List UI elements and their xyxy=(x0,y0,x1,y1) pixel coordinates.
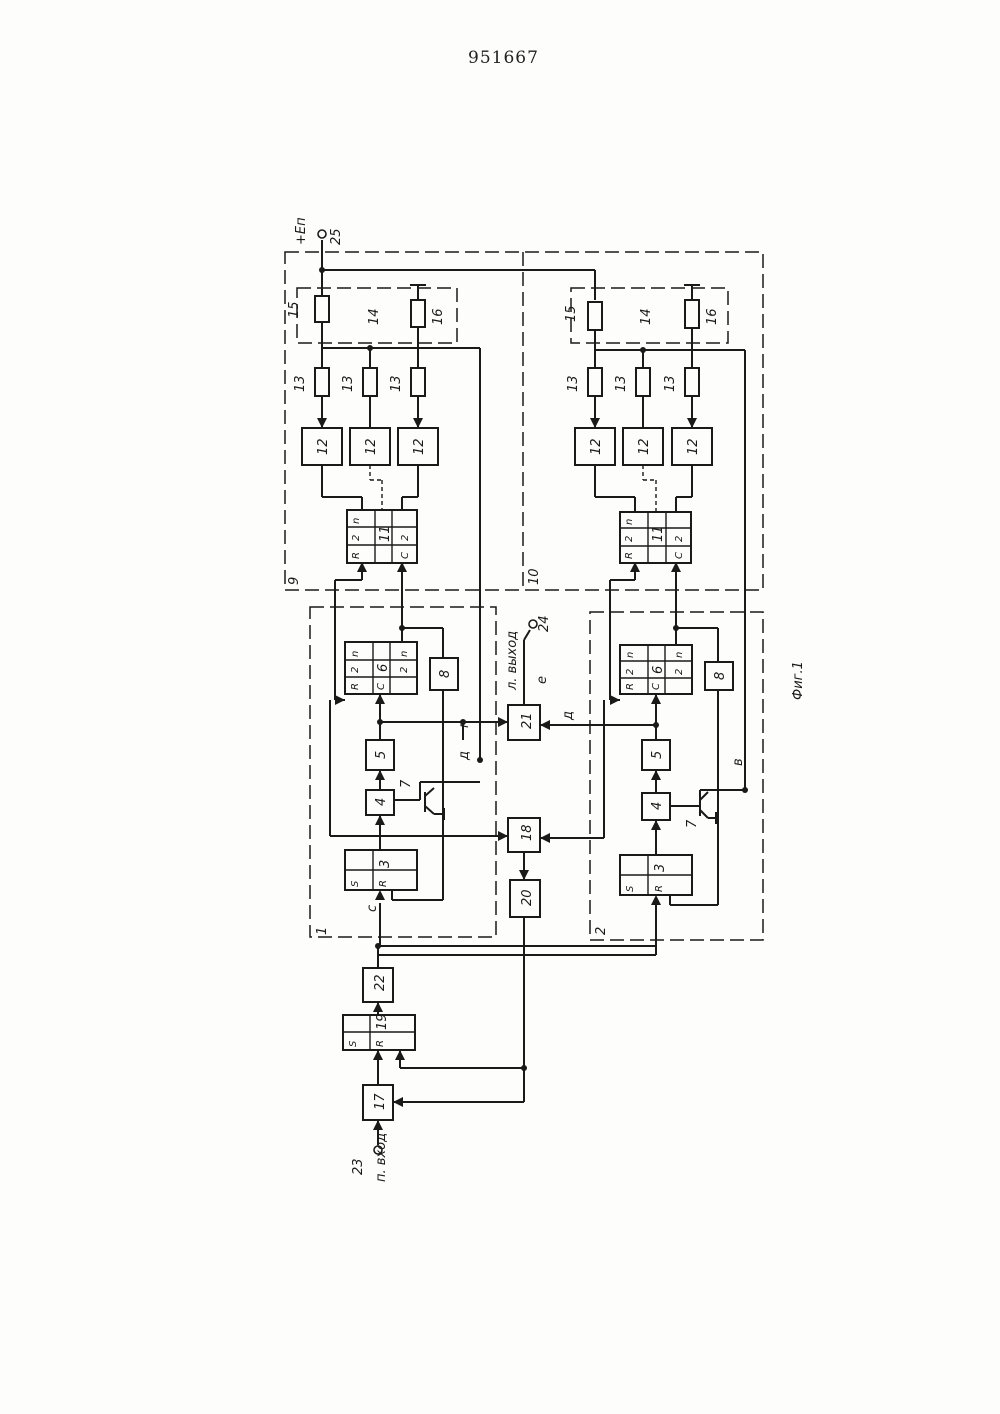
label-16-top: 16 xyxy=(431,308,446,325)
label-4-top: 4 xyxy=(374,798,389,806)
output-label: л. выход xyxy=(505,631,520,691)
label-4-bottom: 4 xyxy=(650,802,665,810)
pin-n-6-bottom: n xyxy=(625,652,636,658)
input-label: п. вход xyxy=(374,1133,389,1182)
supply-num: 25 xyxy=(329,228,344,245)
label-22: 22 xyxy=(373,974,388,991)
label-group-2: 2 xyxy=(594,927,609,935)
label-15-top: 15 xyxy=(287,301,302,318)
label-12-bottom-a: 12 xyxy=(589,438,604,455)
resistor-16-bottom xyxy=(685,300,699,328)
pin-n-11-bottom: n xyxy=(624,519,635,525)
pin-c-6-top: C xyxy=(376,683,387,690)
supply-label: +Eп xyxy=(294,217,309,245)
label-18: 18 xyxy=(520,824,535,841)
blocks xyxy=(302,428,733,1120)
label-13-bottom-b: 13 xyxy=(614,375,629,392)
label-13-bottom-c: 13 xyxy=(663,375,678,392)
resistor-13-top-c xyxy=(411,368,425,396)
label-14-top: 14 xyxy=(367,308,382,325)
pin-s-3-top: S xyxy=(350,880,361,887)
label-12-bottom-c: 12 xyxy=(686,438,701,455)
label-6-bottom: 6 xyxy=(651,666,666,674)
resistor-13-top-a xyxy=(315,368,329,396)
pin-r-11-top: R xyxy=(351,552,362,559)
label-13-top-c: 13 xyxy=(389,375,404,392)
pin-r-6-bottom: R xyxy=(625,683,636,690)
pin-s-19: S xyxy=(348,1040,359,1047)
pin-n2-6-top: n xyxy=(399,651,410,657)
transistor-7-bottom xyxy=(700,792,716,824)
label-7-top: 7 xyxy=(399,779,414,788)
pin-n-6-top: n xyxy=(350,651,361,657)
pin-s-3-bottom: S xyxy=(625,885,636,892)
pin-r-3-top: R xyxy=(378,880,389,887)
pin-qp-11-top: 2 xyxy=(400,535,411,541)
pin-c-11-bottom: C xyxy=(674,552,685,559)
supply-terminal xyxy=(318,230,326,238)
resistor-13-bottom-c xyxy=(685,368,699,396)
label-6-top: 6 xyxy=(376,664,391,672)
label-13-top-a: 13 xyxy=(293,375,308,392)
signal-d-top: д xyxy=(457,751,472,761)
transistor-7-top xyxy=(425,788,444,820)
label-13-top-b: 13 xyxy=(341,375,356,392)
signal-g: г xyxy=(457,721,472,728)
resistor-13-top-b xyxy=(363,368,377,396)
label-5-top: 5 xyxy=(374,751,389,759)
label-5-bottom: 5 xyxy=(650,751,665,759)
pin-n-11-top: n xyxy=(351,518,362,524)
signal-e: е xyxy=(535,676,550,684)
label-15-bottom: 15 xyxy=(564,305,579,322)
label-7-bottom: 7 xyxy=(685,819,700,828)
label-11-bottom: 11 xyxy=(651,525,666,542)
resistor-15-top xyxy=(315,296,329,322)
signal-d-bottom: д xyxy=(561,711,576,721)
resistor-13-bottom-b xyxy=(636,368,650,396)
resistor-13-bottom-a xyxy=(588,368,602,396)
pin-qp-6-top: 2 xyxy=(399,667,410,673)
label-14-bottom: 14 xyxy=(639,308,654,325)
signal-c: с xyxy=(365,905,380,912)
figure-caption: Фиг.1 xyxy=(791,661,806,700)
label-12-top-c: 12 xyxy=(412,438,427,455)
output-terminal xyxy=(529,620,537,628)
signal-v: в xyxy=(731,758,746,766)
input-num: 23 xyxy=(351,1158,366,1175)
pin-n2-6-bottom: n xyxy=(674,652,685,658)
pin-qp-6-bottom: 2 xyxy=(674,669,685,675)
pin-r-19: R xyxy=(375,1040,386,1047)
label-3-bottom: 3 xyxy=(653,864,668,872)
resistor-16-top xyxy=(411,300,425,327)
label-8-bottom: 8 xyxy=(713,672,728,680)
label-20: 20 xyxy=(520,889,535,906)
pin-r-3-bottom: R xyxy=(654,885,665,892)
pin-q-11-bottom: 2 xyxy=(624,536,635,542)
label-12-top-a: 12 xyxy=(316,438,331,455)
label-11-top: 11 xyxy=(378,525,393,542)
label-19: 19 xyxy=(375,1013,390,1030)
label-8-top: 8 xyxy=(438,670,453,678)
pin-c-11-top: C xyxy=(400,552,411,559)
pin-r-11-bottom: R xyxy=(624,552,635,559)
label-21: 21 xyxy=(520,712,535,729)
pin-c-6-bottom: C xyxy=(651,683,662,690)
label-group-1: 1 xyxy=(315,927,330,935)
output-num: 24 xyxy=(537,615,552,632)
label-13-bottom-a: 13 xyxy=(566,375,581,392)
pin-q-6-bottom: 2 xyxy=(625,669,636,675)
pin-r-6-top: R xyxy=(350,683,361,690)
label-16-bottom: 16 xyxy=(705,308,720,325)
label-12-top-b: 12 xyxy=(364,438,379,455)
pin-q-11-top: 2 xyxy=(351,535,362,541)
label-17: 17 xyxy=(373,1093,388,1110)
label-group-9: 9 xyxy=(287,577,302,585)
pin-q-6-top: 2 xyxy=(350,667,361,673)
pin-qp-11-bottom: 2 xyxy=(674,536,685,542)
label-3-top: 3 xyxy=(378,860,393,868)
label-group-10: 10 xyxy=(527,568,542,585)
resistor-15-bottom xyxy=(588,302,602,330)
label-12-bottom-b: 12 xyxy=(637,438,652,455)
